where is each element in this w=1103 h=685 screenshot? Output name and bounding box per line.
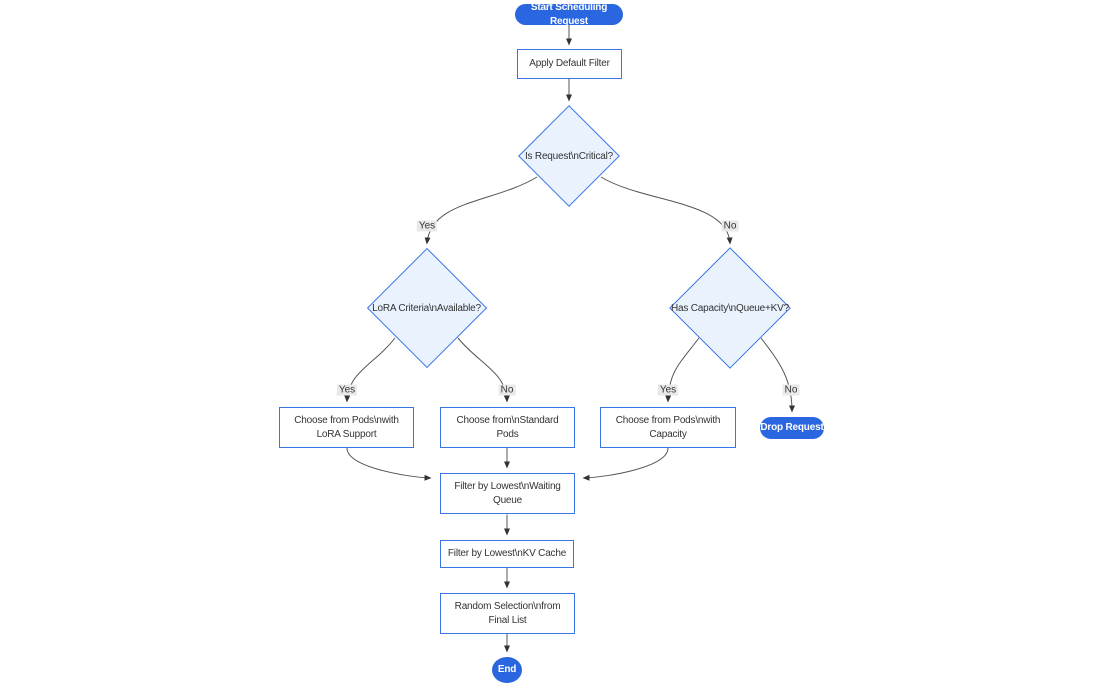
node-lora-criteria: LoRA Criteria\nAvailable? bbox=[365, 247, 488, 369]
edge-capacity-no-to-drop bbox=[760, 337, 795, 413]
node-pods-lora-line2: LoRA Support bbox=[316, 428, 377, 440]
node-filter-waiting-line2: Queue bbox=[492, 494, 523, 506]
node-end-label: End bbox=[497, 664, 517, 676]
edge-label-critical-no: No bbox=[721, 220, 739, 232]
node-pods-capacity-line1: Choose from Pods\nwith bbox=[615, 415, 721, 426]
node-pods-standard-line1: Choose from\nStandard bbox=[456, 415, 559, 426]
edge-pods-capacity-to-filter-waiting bbox=[582, 447, 669, 481]
node-filter-kv: Filter by Lowest\nKV Cache bbox=[440, 540, 574, 568]
edge-label-critical-yes: Yes bbox=[416, 220, 438, 232]
node-is-critical-label: Is Request\nCritical? bbox=[524, 150, 614, 162]
edge-pods-lora-to-filter-waiting bbox=[346, 447, 432, 481]
node-has-capacity-label: Has Capacity\nQueue+KV? bbox=[671, 302, 789, 314]
node-random-selection-line2: Final List bbox=[488, 614, 527, 626]
edge-label-lora-yes: Yes bbox=[336, 384, 358, 396]
node-apply-filter-label: Apply Default Filter bbox=[529, 58, 610, 70]
node-filter-waiting-line1: Filter by Lowest\nWaiting bbox=[454, 481, 561, 492]
node-pods-lora: Choose from Pods\nwith LoRA Support bbox=[279, 407, 414, 448]
node-apply-filter: Apply Default Filter bbox=[517, 49, 622, 79]
node-random-selection-line1: Random Selection\nfrom bbox=[454, 601, 561, 612]
node-start: Start Scheduling Request bbox=[515, 2, 623, 27]
node-drop-request: Drop Request bbox=[760, 417, 824, 439]
edge-label-lora-no: No bbox=[498, 384, 516, 396]
node-drop-request-label: Drop Request bbox=[760, 422, 824, 434]
edge-label-capacity-yes: Yes bbox=[657, 384, 679, 396]
node-pods-capacity: Choose from Pods\nwith Capacity bbox=[600, 407, 736, 448]
node-start-label: Start Scheduling Request bbox=[530, 2, 608, 27]
node-pods-lora-line1: Choose from Pods\nwith bbox=[294, 415, 399, 426]
node-end: End bbox=[492, 657, 522, 683]
node-pods-capacity-line2: Capacity bbox=[649, 428, 687, 440]
node-filter-waiting: Filter by Lowest\nWaiting Queue bbox=[440, 473, 575, 514]
edge-label-capacity-no: No bbox=[782, 384, 800, 396]
node-is-critical: Is Request\nCritical? bbox=[518, 105, 620, 207]
node-lora-criteria-label: LoRA Criteria\nAvailable? bbox=[372, 302, 481, 314]
node-has-capacity: Has Capacity\nQueue+KV? bbox=[668, 247, 792, 369]
node-filter-kv-label: Filter by Lowest\nKV Cache bbox=[447, 548, 567, 560]
node-pods-standard-line2: Pods bbox=[496, 428, 519, 440]
node-pods-standard: Choose from\nStandard Pods bbox=[440, 407, 575, 448]
edge-critical-no-to-capacity bbox=[600, 176, 733, 245]
node-random-selection: Random Selection\nfrom Final List bbox=[440, 593, 575, 634]
